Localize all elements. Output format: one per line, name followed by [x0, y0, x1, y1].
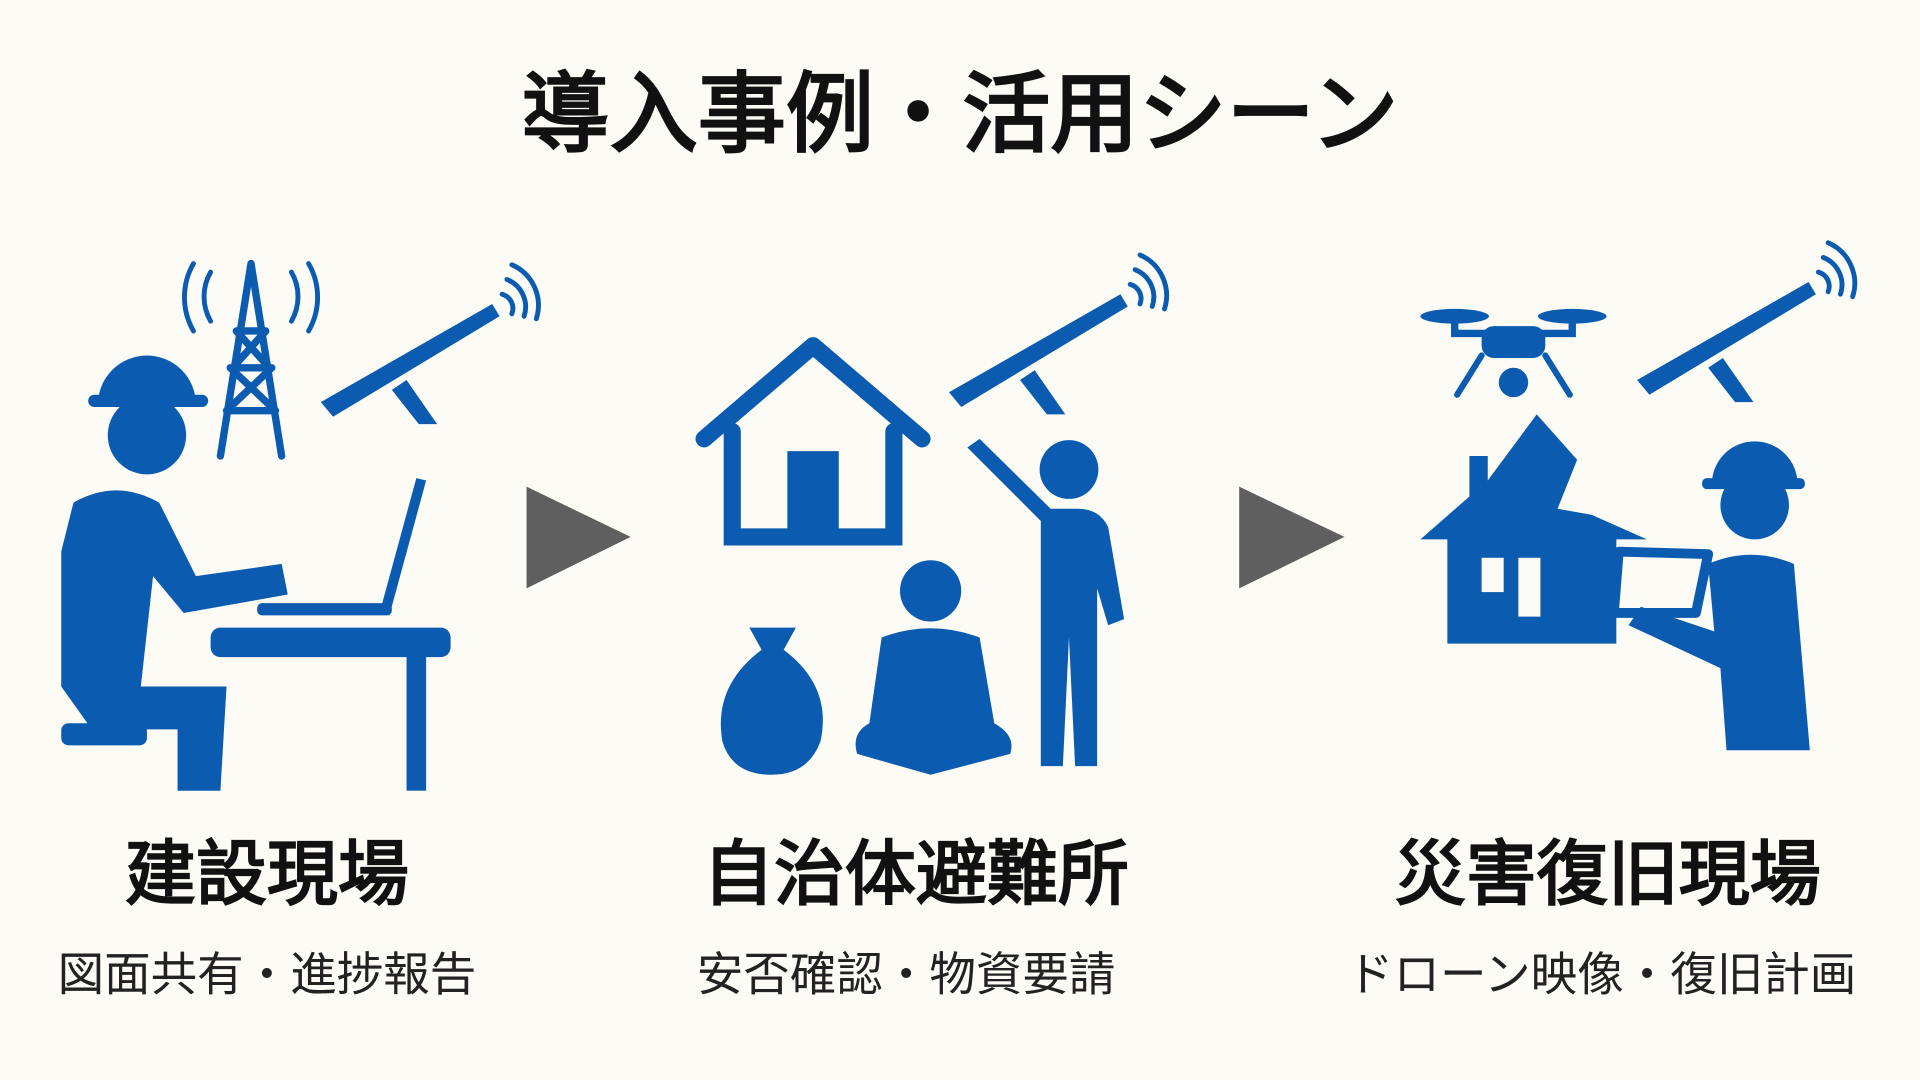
- construction-worker-icon: [61, 355, 288, 791]
- scene-disaster-recovery-site: [1420, 243, 1854, 751]
- arrow-right-icon: [1239, 486, 1345, 589]
- scene-label: 災害復旧現場: [1395, 833, 1821, 916]
- radio-tower-icon: [182, 259, 320, 460]
- scene-description: 図面共有・進捗報告: [58, 947, 477, 1001]
- desk-icon: [210, 627, 451, 791]
- house-icon: [695, 337, 931, 546]
- seated-person-icon: [855, 560, 1012, 775]
- scene-description: 安否確認・物資要請: [697, 947, 1116, 1001]
- person-waving-icon: [967, 438, 1125, 767]
- laptop-icon: [257, 478, 427, 616]
- satellite-dish-icon: [1637, 243, 1855, 402]
- scene-description: ドローン映像・復旧計画: [1347, 947, 1856, 1001]
- scene-label: 建設現場: [125, 833, 409, 916]
- satellite-dish-icon: [949, 255, 1167, 414]
- scene-evacuation-shelter: [695, 255, 1167, 775]
- scene-label: 自治体避難所: [703, 833, 1129, 916]
- worker-with-tablet-icon: [1608, 441, 1810, 751]
- satellite-dish-icon: [321, 265, 539, 424]
- scene-construction-site: [61, 259, 539, 791]
- page-title: 導入事例・活用シーン: [521, 63, 1398, 166]
- arrow-right-icon: [526, 486, 631, 589]
- damaged-house-icon: [1420, 414, 1647, 644]
- supply-bag-icon: [720, 627, 823, 775]
- drone-icon: [1420, 308, 1607, 398]
